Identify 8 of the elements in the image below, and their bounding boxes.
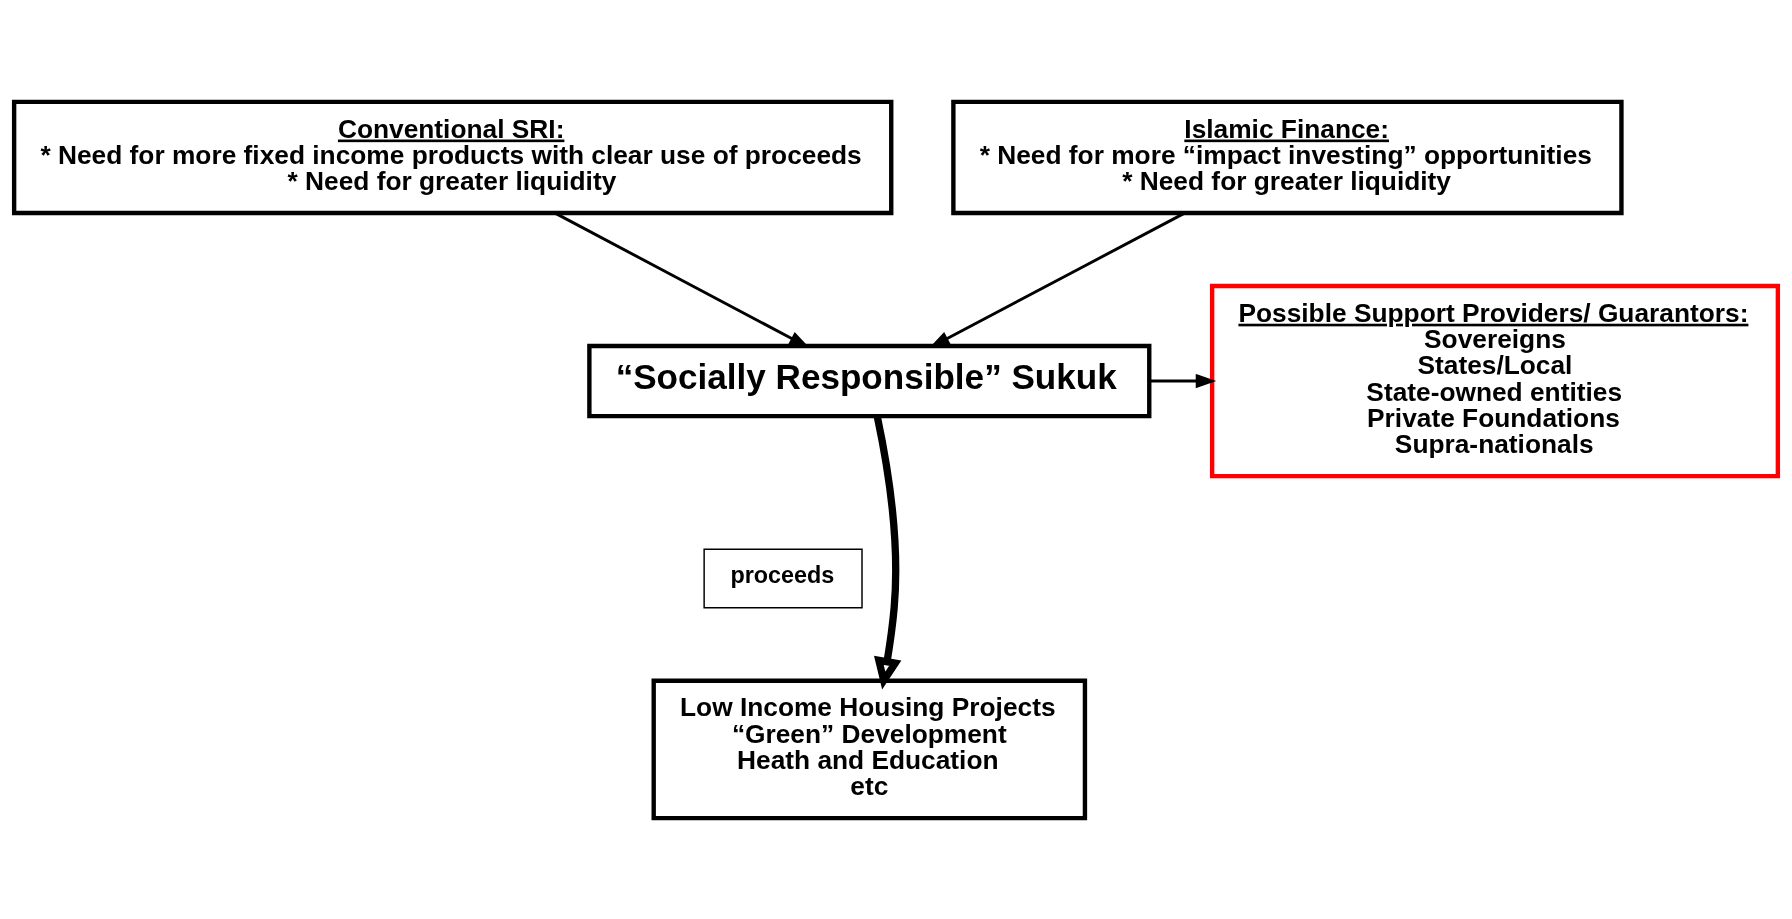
node-box: Possible Support Providers/ Guarantors: Sovereigns States/Local State-owned entities Private Foundations Supra-nationals — [1209, 283, 1781, 478]
arrow — [873, 415, 902, 689]
arrow — [1149, 373, 1217, 388]
node-box: “Socially Responsible” Sukuk — [587, 343, 1152, 418]
node-box: Conventional SRI: * Need for more fixed income products with clear use of proceeds * Need for greater liquidity — [11, 99, 894, 215]
node-box: Low Income Housing Projects “Green” Development Heath and Education etc — [651, 678, 1088, 820]
node-box: Islamic Finance: * Need for more “impact investing” opportunities * Need for greater liquidity — [951, 99, 1624, 215]
node-box: proceeds — [703, 547, 863, 608]
